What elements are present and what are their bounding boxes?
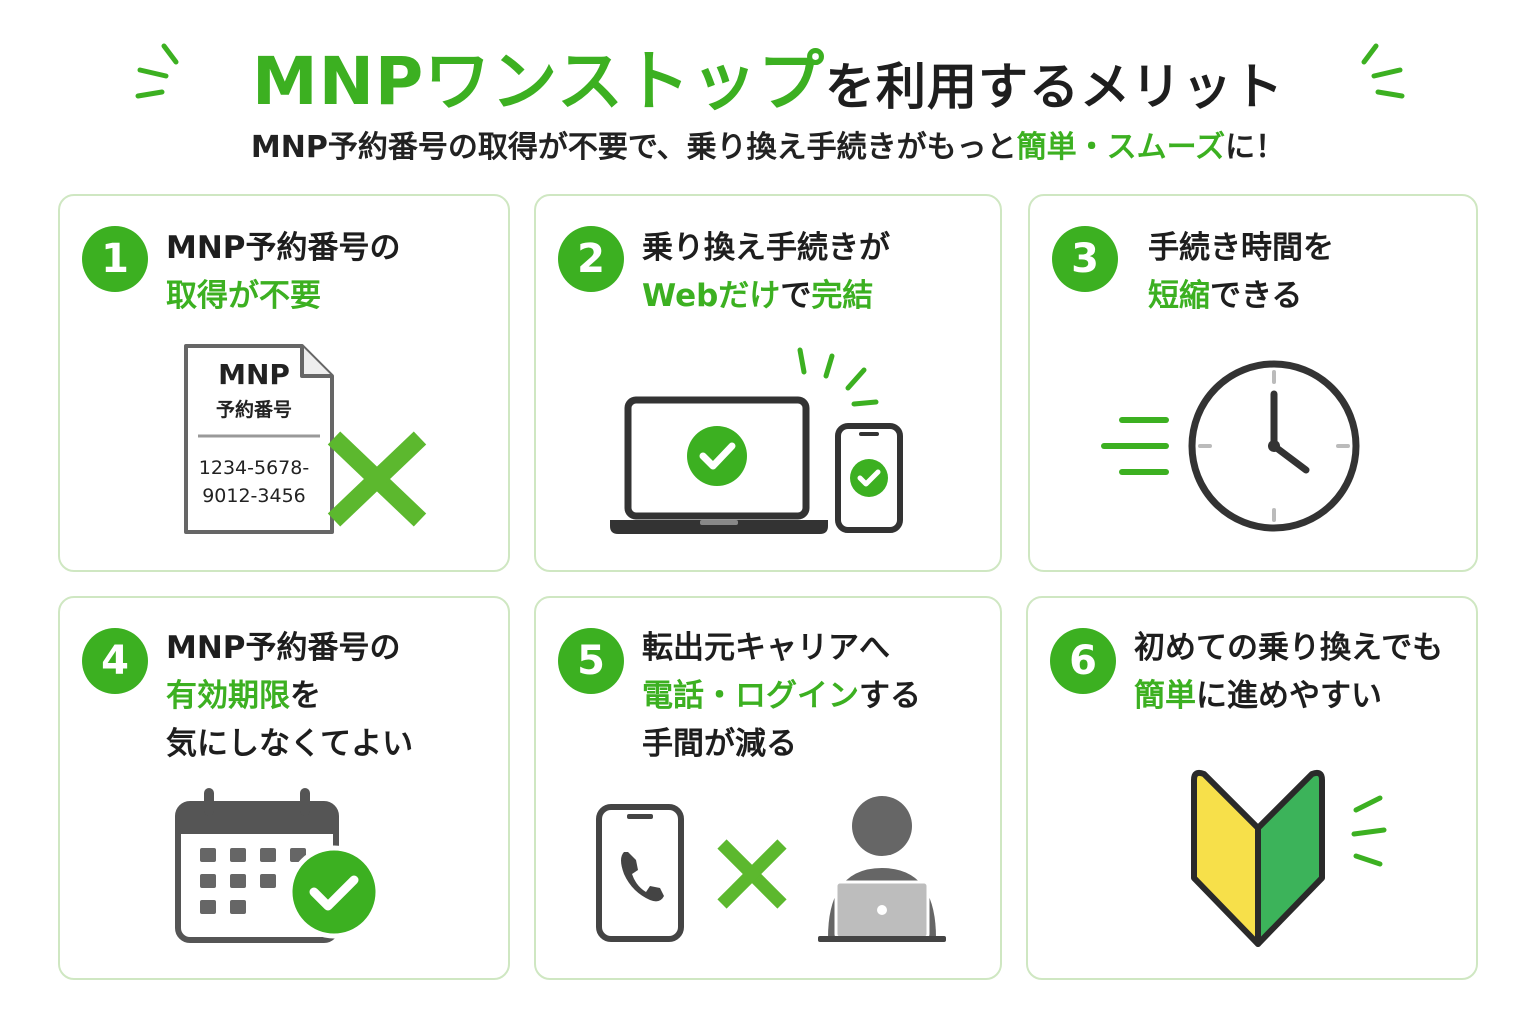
merit-text: 乗り換え手続きが Webだけで完結: [642, 224, 890, 320]
check-icon: [287, 845, 381, 939]
spark-icon: [1351, 795, 1387, 867]
merit-line-1: 転出元キャリアへ: [642, 630, 890, 666]
title-green: MNPワンストップ: [252, 43, 825, 120]
beginner-mark-icon: [1191, 769, 1325, 947]
left-spark-icon: [135, 43, 179, 99]
page-title: MNPワンストップを利用するメリット: [0, 28, 1536, 124]
merit-card-6: 6 初めての乗り換えでも 簡単に進めやすい: [1026, 596, 1478, 980]
subtitle-green: 簡単・スムーズ: [1016, 130, 1226, 165]
merit-line-2: Webだけで完結: [642, 278, 874, 314]
phone-call-icon: [596, 804, 684, 942]
merit-card-2: 2 乗り換え手続きが Webだけで完結: [534, 194, 1002, 572]
merit-number-badge: 4: [82, 628, 148, 694]
merit-line-2: 簡単に進めやすい: [1134, 678, 1382, 714]
cross-icon: [327, 431, 427, 527]
merit-line-1: 初めての乗り換えでも: [1134, 630, 1444, 666]
merit-line-2: 短縮できる: [1148, 278, 1303, 314]
merit-text: 初めての乗り換えでも 簡単に進めやすい: [1134, 624, 1443, 720]
merit-line-2: 電話・ログインする: [642, 678, 921, 714]
spark-icon: [797, 347, 879, 407]
merit-text: 転出元キャリアへ 電話・ログインする 手間が減る: [642, 624, 921, 768]
clock-icon: [1188, 360, 1360, 532]
cross-icon: [717, 839, 787, 909]
page-subtitle: MNP予約番号の取得が不要で、乗り換え手続きがもっと簡単・スムーズに！: [0, 122, 1536, 166]
merit-card-3: 3 手続き時間を 短縮できる: [1028, 194, 1478, 572]
merit-card-1: 1 MNP予約番号の 取得が不要 MNP 予約番号 1234-5678- 901…: [58, 194, 510, 572]
merit-line-2: 有効期限を: [166, 678, 321, 714]
right-spark-icon: [1361, 43, 1405, 99]
merit-line-1: MNP予約番号の: [166, 630, 401, 666]
subtitle-post: に！: [1225, 130, 1286, 165]
document-icon: MNP 予約番号 1234-5678- 9012-3456: [184, 344, 334, 534]
merit-line-1: MNP予約番号の: [166, 230, 401, 266]
title-black: を利用するメリット: [824, 58, 1284, 116]
check-icon: [687, 426, 747, 486]
merit-line-2: 取得が不要: [166, 278, 321, 314]
subtitle-pre: MNP予約番号の取得が不要で、乗り換え手続きがもっと: [250, 130, 1017, 165]
merit-text: MNP予約番号の 有効期限を 気にしなくてよい: [166, 624, 413, 768]
smartphone-icon: [835, 423, 903, 533]
merit-line-3: 気にしなくてよい: [166, 726, 414, 762]
doc-number-2: 9012-3456: [202, 485, 306, 507]
speed-lines-icon: [1101, 417, 1169, 475]
merit-number-badge: 2: [558, 226, 624, 292]
merit-line-1: 乗り換え手続きが: [642, 230, 890, 266]
merit-number-badge: 1: [82, 226, 148, 292]
merit-number-badge: 5: [558, 628, 624, 694]
calendar-icon: [175, 788, 381, 943]
merit-number-badge: 3: [1052, 226, 1118, 292]
merit-line-1: 手続き時間を: [1148, 230, 1334, 266]
person-laptop-icon: [818, 796, 946, 942]
laptop-icon: [610, 396, 828, 534]
merit-text: MNP予約番号の 取得が不要: [166, 224, 401, 320]
merit-number-badge: 6: [1050, 628, 1116, 694]
doc-title: MNP: [218, 358, 290, 391]
doc-number-1: 1234-5678-: [199, 457, 309, 479]
merit-line-3: 手間が減る: [642, 726, 797, 762]
merit-text: 手続き時間を 短縮できる: [1148, 224, 1334, 320]
merit-card-4: 4 MNP予約番号の 有効期限を 気にしなくてよい: [58, 596, 510, 980]
doc-subtitle: 予約番号: [216, 398, 292, 421]
merit-card-5: 5 転出元キャリアへ 電話・ログインする 手間が減る: [534, 596, 1002, 980]
